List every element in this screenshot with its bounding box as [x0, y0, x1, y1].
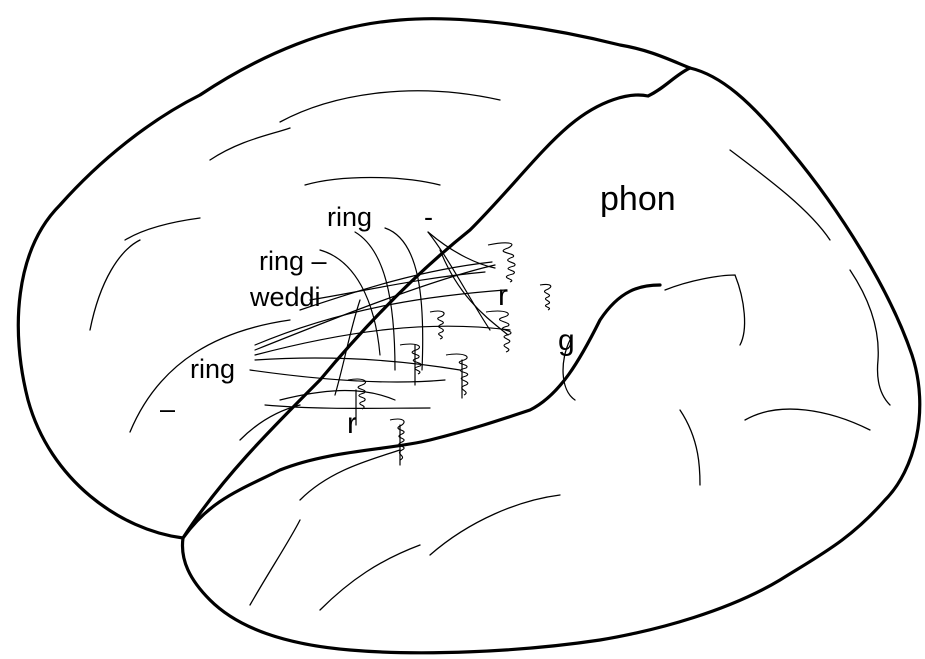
sulcus — [730, 150, 830, 240]
temporal-lobe-boundary — [183, 285, 660, 538]
brain-outline — [18, 19, 919, 653]
connection-line — [255, 358, 460, 370]
sulcus — [680, 410, 700, 485]
coil-assembly — [348, 379, 366, 409]
word-label-ring-top: ring — [327, 202, 372, 232]
connection-line — [250, 370, 445, 382]
connection-line — [355, 232, 395, 370]
connection-line — [280, 391, 395, 400]
region-label-phon: phon — [600, 180, 676, 218]
word-label-ring-bottom: ring — [190, 354, 235, 384]
sulcus — [250, 520, 300, 605]
sulcus — [300, 450, 400, 500]
coil-assembly — [486, 311, 511, 352]
coil-assembly — [540, 284, 551, 310]
sulcus — [210, 128, 290, 160]
letter-label-g: g — [558, 324, 575, 357]
letter-label-r-lower: r — [347, 407, 357, 440]
word-label-ring-dash: ring – — [259, 246, 327, 276]
sulcus — [320, 545, 420, 610]
word-label-dash-bottom: – — [160, 394, 175, 424]
letter-label-r-upper: r — [498, 279, 508, 312]
sulcus — [125, 218, 200, 240]
coil-assembly — [400, 344, 421, 374]
coil-assembly — [390, 419, 404, 460]
sulci — [90, 91, 890, 610]
coil-assemblies — [348, 243, 551, 460]
coil-assembly — [446, 354, 468, 395]
connection-line — [320, 250, 380, 355]
connection-line — [385, 228, 423, 370]
sulcus — [430, 495, 560, 555]
sulcus — [90, 240, 140, 330]
coil-assembly — [430, 311, 444, 339]
sulcus — [745, 409, 870, 430]
sulcus — [305, 178, 440, 186]
word-label-dash-top: - — [424, 202, 433, 232]
sulcus — [280, 91, 500, 122]
sulcus — [665, 275, 745, 345]
word-label-weddi: weddi — [249, 282, 321, 312]
